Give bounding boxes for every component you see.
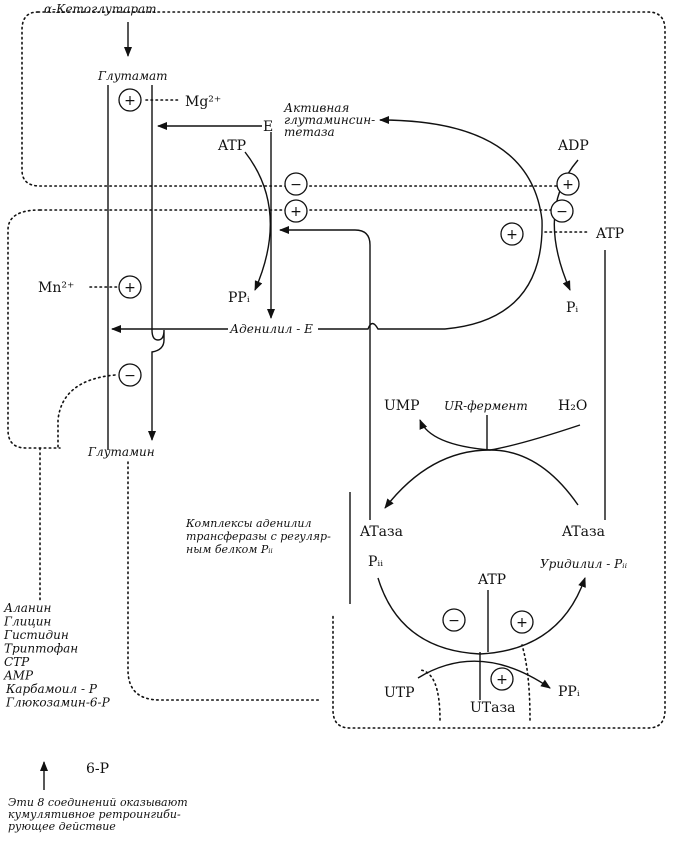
ut-plus-center-sign: + [490,667,514,691]
complex-label-2: трансферазы с регуляр- [186,530,331,543]
gln-dotted-line [57,374,116,449]
upper-dotted-loop [21,11,561,187]
utp-dotted-line [419,669,441,721]
atp-ppi-curve [244,151,271,291]
inhibitor-item: AMP [3,669,34,683]
svg-text:+: + [124,93,136,109]
adp-minus-sign: − [550,199,574,223]
svg-text:+: + [290,204,302,220]
ut-plus-right-sign: + [510,610,534,634]
inhibitor-list: АланинГлицинГистидинТриптофанCTPAMPКарба… [3,601,111,710]
atase-left-up [279,226,371,520]
inhibitor-item: Глюкозамин-6-P [5,696,111,710]
atp-minus-sign: − [284,172,308,196]
svg-text:−: − [290,177,302,193]
inhibitor-item: Триптофан [4,642,78,656]
atp-bottom-label: ATP [477,572,506,588]
mg-label: Mg²⁺ [185,94,221,110]
glutamine-label: Глутамин [87,445,155,459]
upper-cycle-arc [384,449,579,509]
inhibitor-item: Карбамоил - P [5,682,98,696]
svg-text:+: + [562,177,574,193]
pi-label: Pᵢ [566,300,578,316]
ump-label: UMP [384,398,420,414]
ketoglutarate-label: α-Кетоглутарат [44,2,157,16]
ut-dotted-right [521,644,531,721]
note-line-3: рующее действие [8,820,116,833]
right-vertical-line [148,85,165,441]
active-gs-label-2: глутаминсин- [284,113,375,127]
inhibitor-item: CTP [4,655,30,669]
adp-label: ADP [557,138,589,154]
inhibitor-item: Глицин [3,615,51,629]
atp-right-label: ATP [595,226,624,242]
svg-text:−: − [556,204,568,220]
complex-label-1: Комплексы аденилил [185,517,312,530]
active-gs-label-3: тетаза [284,125,335,139]
at-right-label: ATаза [561,524,605,540]
middle-dotted-loop [7,209,61,449]
svg-text:+: + [516,615,528,631]
adenylyl-e-label: Аденилил - E [229,322,313,336]
atp-right-plus-sign: + [500,222,524,246]
complex-label-3: ным белком Pᵢᵢ [186,543,273,556]
ut-label: UTаза [470,700,515,716]
pp-left-label: PPᵢ [228,290,250,306]
svg-text:+: + [124,280,136,296]
svg-text:−: − [124,368,136,384]
adp-plus-sign: + [556,172,580,196]
inhibitor-item: Аланин [3,601,52,615]
svg-text:+: + [496,672,508,688]
note-line-2: кумулятивное ретроингиби- [8,808,181,821]
e-label: E [263,119,273,135]
h2o-label: H₂O [558,398,587,414]
svg-text:+: + [506,227,518,243]
glutamate-label: Глутамат [97,69,168,83]
six-p-label: 6-P [86,761,109,777]
mg-plus-sign: + [118,88,142,112]
ut-minus-sign: − [442,608,466,632]
uridylyl-pii-label: Уридилил - Pᵢᵢ [540,557,628,571]
utp-label: UTP [384,685,415,701]
glutamine-minus-sign: − [118,363,142,387]
atp-plus-sign: + [284,199,308,223]
lower-cycle-arc [377,577,586,655]
adenylyl-line-right [318,322,445,330]
utp-pp-curve [417,660,551,689]
svg-text:−: − [448,613,460,629]
ur-arc [419,419,581,451]
big-arc-deadenylation [379,116,543,330]
glutamine-dotted-down [127,461,321,701]
pii-label: Pᵢᵢ [368,554,383,570]
atp-left-label: ATP [217,138,246,154]
inhibitor-item: Гистидин [3,628,69,642]
pp-bottom-label: PPᵢ [558,684,580,700]
outer-dotted-loop [37,11,666,729]
ur-enzyme-label: UR-фермент [444,399,528,413]
note-line-1: Эти 8 соединений оказывают [8,796,188,809]
at-left-label: ATаза [359,524,403,540]
active-gs-label-1: Активная [283,101,349,115]
mn-plus-sign: + [118,275,142,299]
mn-label: Mn²⁺ [38,280,74,296]
